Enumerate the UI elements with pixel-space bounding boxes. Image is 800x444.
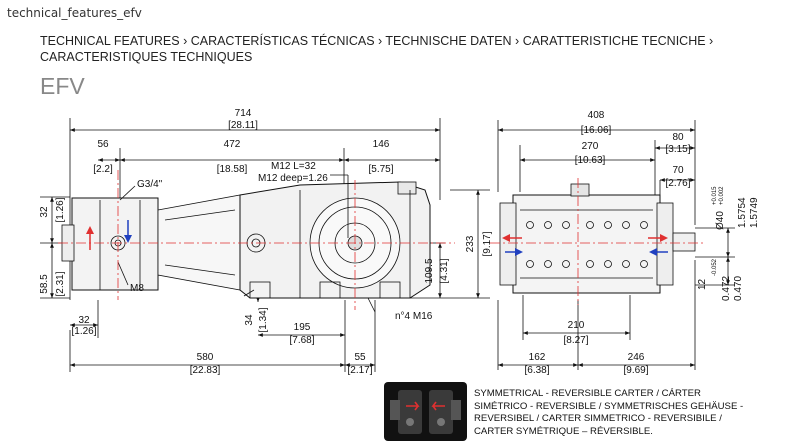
dim-55-in: [2.17]: [347, 365, 372, 376]
front-centerlines: [490, 178, 705, 305]
side-view: [40, 118, 490, 372]
dim-472: 472: [224, 139, 241, 150]
dim-34-in: [1.34]: [258, 307, 269, 332]
dim-146-in: [5.75]: [368, 164, 393, 175]
label-m8: M8: [130, 283, 144, 294]
dim-32h-in: [1.26]: [71, 326, 96, 337]
dim-32h: 32: [78, 315, 90, 326]
dim-80-in: [3.15]: [665, 144, 690, 155]
front-bolts: [526, 221, 648, 268]
dim-472-in: [18.58]: [217, 164, 248, 175]
dim-109-5: 109.5: [424, 258, 435, 283]
dim-146: 146: [373, 139, 390, 150]
front-flow-arrows: [502, 234, 668, 256]
legend-line-1: SYMMETRICAL - REVERSIBLE CARTER / CÁRTER: [474, 388, 701, 399]
dim-12: 12: [697, 278, 708, 290]
dim-70-in: [2.76]: [665, 178, 690, 189]
dim-58-5-in: [2.31]: [55, 271, 66, 296]
dim-12-in-1: 0.472: [721, 276, 732, 301]
dim-714-in: [28.11]: [228, 120, 258, 131]
header-line-1: TECHNICAL FEATURES › CARACTERÍSTICAS TÉC…: [40, 34, 714, 48]
dim-109-5-in: [4.31]: [439, 258, 450, 283]
dim-58-5: 58.5: [39, 274, 50, 294]
dim-246-in: [9.69]: [623, 365, 648, 376]
dim-12-tol: -0.052: [712, 258, 718, 276]
front-view: [497, 120, 735, 370]
dim-233-in: [9.17]: [482, 231, 493, 256]
dim-162-in: [6.38]: [524, 365, 549, 376]
legend-text: SYMMETRICAL - REVERSIBLE CARTER / CÁRTER…: [474, 388, 794, 438]
dim-233: 233: [465, 235, 476, 252]
reversible-carter-photo: [384, 382, 467, 441]
side-flow-arrows: [86, 220, 132, 250]
dim-162: 162: [529, 352, 546, 363]
dim-phi-in-1: 1.5754: [737, 197, 748, 228]
dim-70: 70: [672, 165, 684, 176]
dim-80: 80: [672, 132, 684, 143]
dim-408-in: [16.06]: [581, 125, 612, 136]
label-m12-l: M12 L=32: [271, 161, 316, 172]
side-centerlines: [58, 170, 455, 310]
dim-56: 56: [97, 139, 109, 150]
legend-line-3: REVERSIBEL / CARTER SIMMETRICO - REVERSI…: [474, 413, 722, 424]
dim-32v: 32: [39, 206, 50, 218]
header-line-2: CARACTERISTIQUES TECHNIQUES: [40, 50, 253, 64]
dim-714: 714: [235, 108, 252, 119]
legend-line-4: CARTER SYMÉTRIQUE – RÉVERSIBLE.: [474, 425, 653, 437]
dim-408: 408: [588, 110, 605, 121]
dim-270-in: [10.63]: [575, 155, 606, 166]
dim-580-in: [22.83]: [190, 365, 221, 376]
legend-line-2: SIMÉTRICO - REVERSIBLE / SYMMETRISCHES G…: [474, 400, 744, 412]
dim-phi-tol-up: +0.015: [712, 186, 718, 205]
dim-55: 55: [354, 352, 366, 363]
dim-12-in-2: 0.470: [733, 276, 744, 301]
page-header: TECHNICAL FEATURES › CARACTERÍSTICAS TÉC…: [40, 33, 713, 65]
dim-32v-in: [1.26]: [55, 197, 66, 222]
dim-195-in: [7.68]: [289, 335, 314, 346]
dim-580: 580: [197, 352, 214, 363]
dim-34: 34: [244, 314, 255, 326]
tab-title: technical_features_efv: [7, 6, 142, 20]
dim-270: 270: [582, 141, 599, 152]
model-title: EFV: [40, 73, 85, 99]
dim-phi-in-2: 1.5749: [749, 197, 760, 228]
dim-phi-tol-down: +0.002: [719, 186, 725, 205]
dim-210: 210: [568, 320, 585, 331]
dim-195: 195: [294, 322, 311, 333]
dim-210-in: [8.27]: [563, 335, 588, 346]
dim-phi40: Ø40: [715, 211, 726, 230]
dim-246: 246: [628, 352, 645, 363]
dim-56-in: [2.2]: [93, 164, 113, 175]
label-g34: G3/4": [137, 179, 163, 190]
label-m16: n°4 M16: [395, 311, 433, 322]
label-m12-deep: M12 deep=1.26: [258, 173, 328, 184]
